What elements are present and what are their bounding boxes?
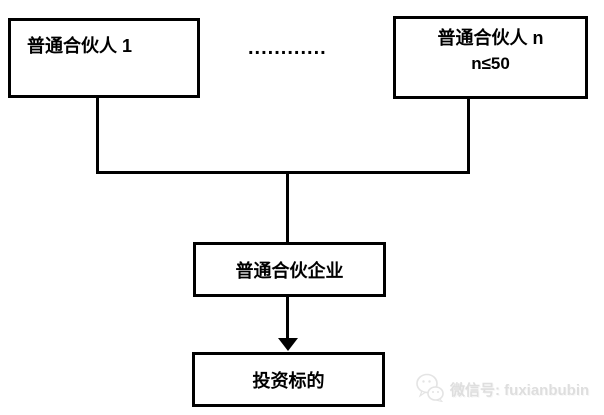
ellipsis-dots: ............: [248, 37, 327, 59]
arrow-down-icon: [278, 338, 298, 351]
arrow-shaft: [286, 295, 289, 340]
general-partner-n-label: 普通合伙人 n: [437, 28, 544, 48]
connector-horizontal-join: [96, 171, 470, 174]
investment-target-label: 投资标的: [252, 370, 325, 391]
general-partnership-label: 普通合伙企业: [235, 260, 344, 281]
general-partnership-box: 普通合伙企业: [193, 242, 386, 297]
connector-right-vertical: [467, 98, 470, 174]
general-partner-1-box: 普通合伙人 1: [8, 18, 200, 98]
general-partner-1-label: 普通合伙人 1: [27, 36, 133, 56]
wechat-watermark: 微信号: fuxianbubin: [416, 372, 589, 407]
connector-left-vertical: [96, 97, 99, 174]
connector-center-vertical: [286, 171, 289, 242]
wechat-id-label: 微信号: fuxianbubin: [450, 382, 590, 399]
wechat-icon: [416, 372, 444, 407]
general-partner-n-box: 普通合伙人 n n≤50: [393, 16, 588, 99]
partner-count-constraint-label: n≤50: [471, 54, 510, 73]
investment-target-box: 投资标的: [192, 352, 385, 407]
